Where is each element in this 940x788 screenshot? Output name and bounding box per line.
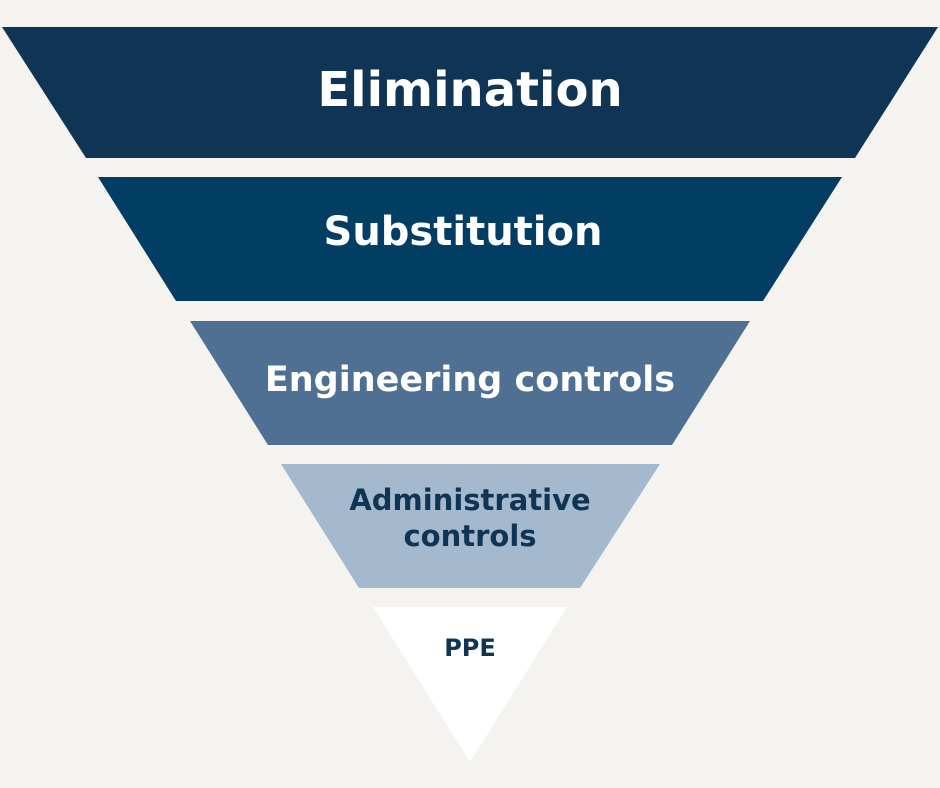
tier-label-elimination: Elimination [317, 62, 623, 118]
tier-label-substitution: Substitution [323, 209, 603, 255]
tier-label-engineering-controls: Engineering controls [264, 360, 676, 400]
tier-label-ppe: PPE [444, 634, 496, 662]
tier-shape-engineering-controls [190, 321, 750, 445]
tier-shape-administrative-controls [281, 464, 660, 588]
tier-label-administrative-controls: Administrative controls [349, 483, 591, 554]
tier-shape-substitution [98, 177, 842, 301]
tier-shape-ppe [373, 607, 567, 762]
tier-shape-elimination [2, 27, 938, 158]
